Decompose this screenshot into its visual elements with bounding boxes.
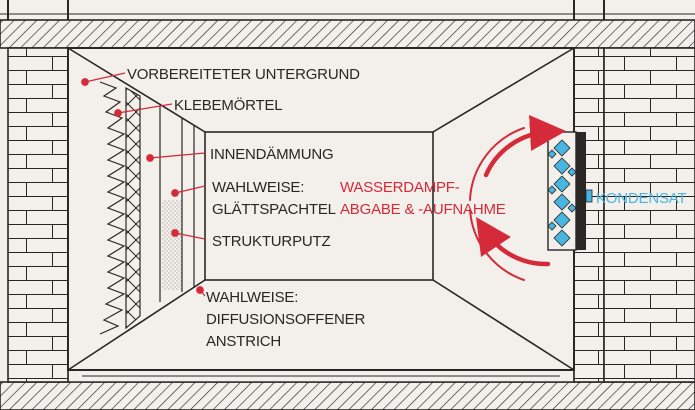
left-brick-wall [7, 47, 69, 383]
label-klebemoertel: KLEBEMÖRTEL [174, 96, 282, 114]
label-anstrich-3: ANSTRICH [206, 333, 281, 350]
label-vorbereiteter-untergrund: VORBEREITETER UNTERGRUND [127, 66, 360, 83]
label-wasserdampf-1: WASSERDAMPF- [340, 179, 460, 196]
label-innendaemmung: INNENDÄMMUNG [210, 146, 333, 163]
room-outline [67, 47, 575, 371]
label-glaettspachtel-1: WAHLWEISE: [212, 179, 304, 196]
arrow-up-icon [483, 115, 566, 178]
structure-plaster-texture [162, 200, 182, 290]
label-anstrich-2: DIFFUSIONSOFFENER [206, 311, 365, 328]
vapor-barrier [576, 132, 586, 250]
ceiling-slab [0, 0, 695, 49]
label-strukturputz: STRUKTURPUTZ [212, 233, 330, 250]
mortar-mesh-layer [125, 86, 141, 330]
arrow-down-icon [476, 217, 551, 267]
adhesive-mortar-layer [99, 81, 126, 335]
leader-lines [81, 72, 206, 297]
label-wasserdampf-2: ABGABE & -AUFNAHME [340, 201, 506, 218]
condensate-droplets [547, 139, 577, 247]
label-glaettspachtel-2: GLÄTTSPACHTEL [212, 201, 336, 218]
right-brick-wall [573, 47, 695, 383]
label-anstrich-1: WAHLWEISE: [206, 289, 298, 306]
insulation-layers [99, 81, 195, 335]
condensation-layer [547, 131, 593, 251]
vapor-cycle-arrows [469, 115, 566, 281]
label-kondensat: KONDENSAT [596, 190, 686, 207]
